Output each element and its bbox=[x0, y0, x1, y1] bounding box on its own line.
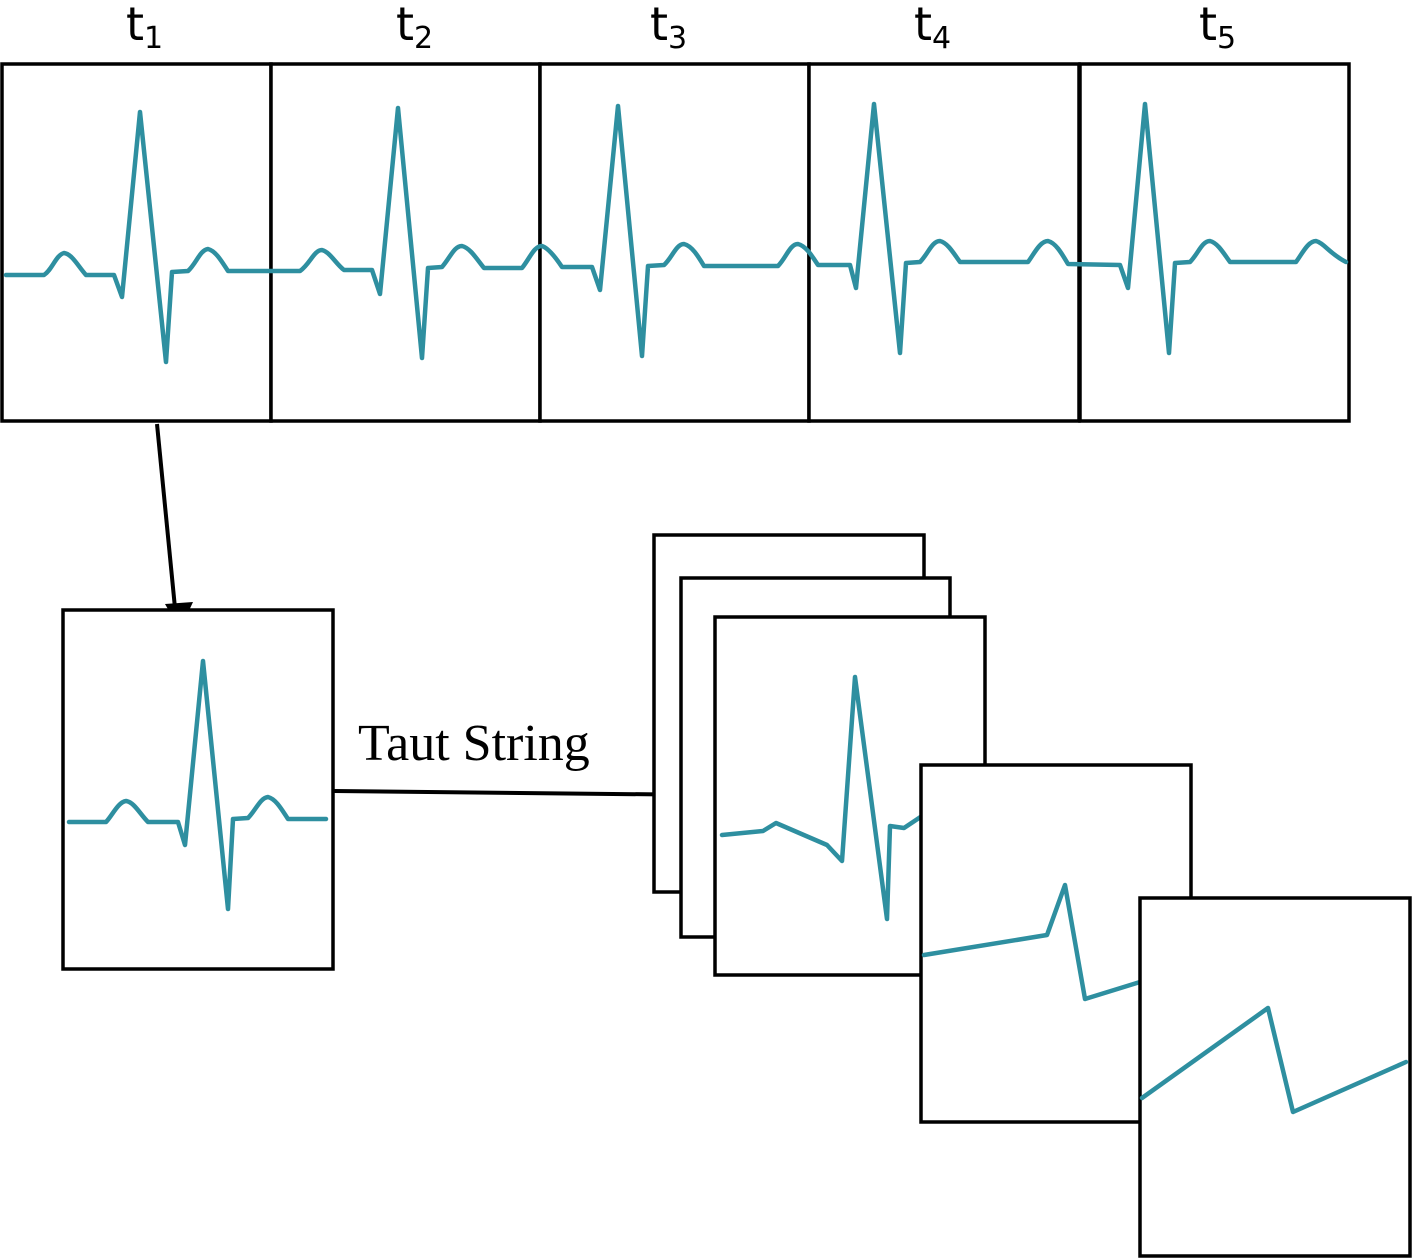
stack-frame-5 bbox=[1138, 896, 1412, 1258]
top-frame-row bbox=[0, 62, 1351, 423]
frame-t3 bbox=[538, 62, 811, 423]
extracted-beat-frame bbox=[61, 608, 335, 971]
taut-string-trace-4 bbox=[921, 882, 1143, 1002]
method-label: Taut String bbox=[358, 715, 590, 772]
taut-string-trace-3 bbox=[719, 674, 925, 922]
ecg-trace-top bbox=[3, 101, 1349, 365]
frame-stack bbox=[652, 533, 1412, 1258]
time-labels: t1 t2 t3 t4 t5 bbox=[126, 0, 1236, 56]
frame-t2 bbox=[269, 62, 542, 423]
ecg-trace-extracted bbox=[66, 658, 329, 912]
time-label-t1: t1 bbox=[126, 0, 163, 56]
arrow-extract bbox=[155, 423, 193, 630]
time-label-t5: t5 bbox=[1199, 0, 1236, 56]
time-label-t3: t3 bbox=[650, 0, 687, 56]
taut-string-trace-5 bbox=[1139, 1005, 1409, 1115]
frame-t1 bbox=[0, 62, 273, 423]
time-label-t4: t4 bbox=[914, 0, 951, 56]
time-label-t2: t2 bbox=[396, 0, 433, 56]
